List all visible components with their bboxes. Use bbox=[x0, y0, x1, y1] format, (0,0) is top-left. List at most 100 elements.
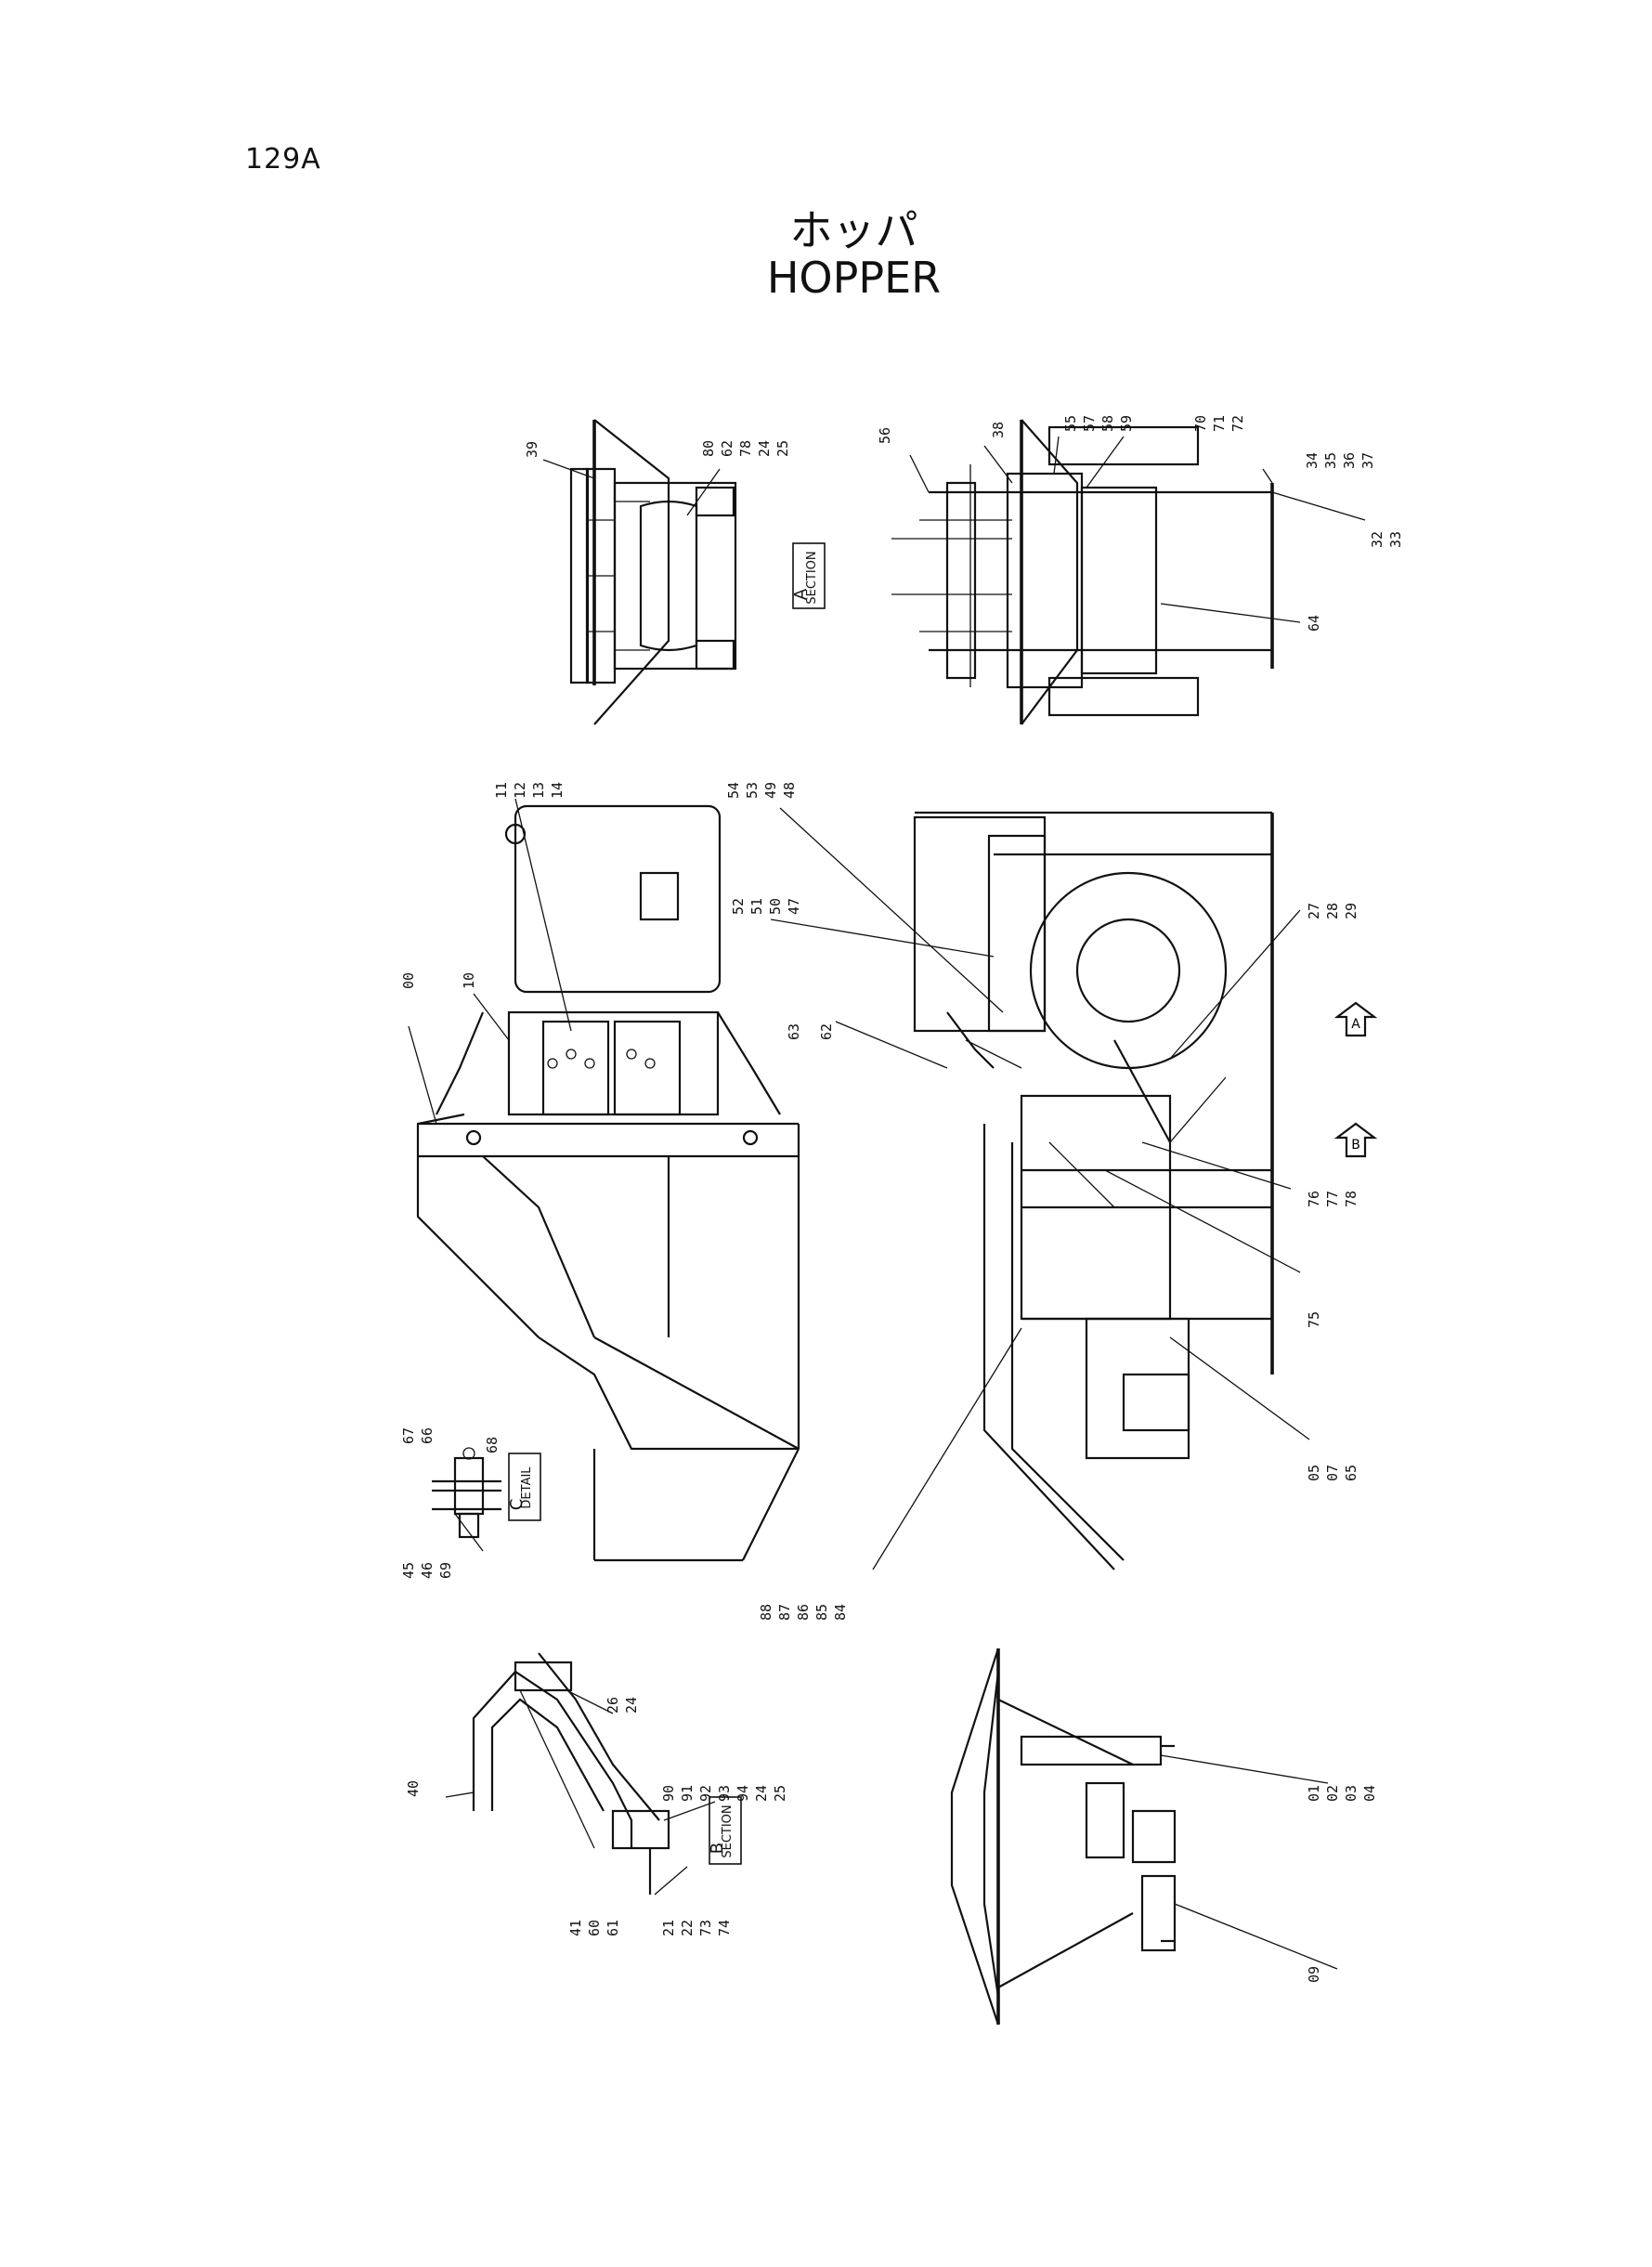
callout-80-line-2: 78 bbox=[737, 440, 754, 457]
callout-67-line-1: 66 bbox=[419, 1427, 436, 1444]
callout-21-line-0: 21 bbox=[660, 1920, 677, 1936]
callout-54-line-3: 48 bbox=[781, 782, 798, 799]
callout-41-line-2: 61 bbox=[605, 1920, 621, 1936]
callout-55-line-2: 58 bbox=[1099, 415, 1116, 432]
callout-11-line-2: 13 bbox=[530, 782, 547, 799]
callout-41-line-0: 41 bbox=[567, 1920, 584, 1936]
callout-88-line-1: 87 bbox=[776, 1604, 793, 1621]
callout-34-line-2: 36 bbox=[1341, 452, 1358, 469]
callout-90-line-0: 90 bbox=[660, 1785, 677, 1802]
callout-90-line-3: 93 bbox=[716, 1785, 733, 1802]
callout-41-line-1: 60 bbox=[586, 1920, 603, 1936]
section-b-tag-letter: B bbox=[708, 1843, 727, 1854]
callout-09-line-0: 09 bbox=[1306, 1966, 1322, 1983]
callout-11-line-3: 14 bbox=[549, 782, 566, 799]
callout-67-line-0: 67 bbox=[400, 1427, 417, 1444]
section-b-tag: SECTION B bbox=[708, 1796, 742, 1865]
section-b-tag-en: SECTION bbox=[721, 1804, 735, 1857]
callout-90-line-6: 25 bbox=[772, 1785, 788, 1802]
title-japanese: ホッパ bbox=[789, 205, 918, 255]
callout-54-line-2: 49 bbox=[762, 782, 779, 799]
callout-11-line-1: 12 bbox=[512, 782, 528, 799]
section-a-tag-en: SECTION bbox=[805, 551, 819, 604]
callout-52-line-2: 50 bbox=[767, 898, 784, 915]
callout-40-line-0: 40 bbox=[405, 1780, 422, 1797]
callout-75-line-0: 75 bbox=[1306, 1311, 1322, 1328]
callout-26-line-1: 24 bbox=[623, 1697, 640, 1713]
callout-45-line-0: 45 bbox=[400, 1562, 417, 1579]
view-arrow-b-label: B bbox=[1351, 1138, 1360, 1153]
page-code: 129A bbox=[245, 143, 321, 176]
callout-54-line-1: 53 bbox=[744, 782, 761, 799]
callout-88-line-0: 88 bbox=[758, 1604, 774, 1621]
view-arrow-a-label: A bbox=[1351, 1017, 1360, 1032]
callout-05-line-0: 05 bbox=[1306, 1465, 1322, 1481]
callout-63-line-1: 62 bbox=[818, 1023, 835, 1040]
callout-64-line-0: 64 bbox=[1306, 615, 1322, 632]
callout-76-line-2: 78 bbox=[1343, 1191, 1359, 1207]
section-b-view bbox=[472, 1652, 670, 1895]
callout-34-line-0: 34 bbox=[1304, 452, 1320, 469]
callout-27-line-1: 28 bbox=[1324, 903, 1341, 919]
title-english: HOPPER bbox=[766, 253, 942, 303]
callout-68-line-0: 68 bbox=[484, 1437, 501, 1453]
top-right-assembly-view bbox=[891, 419, 1274, 725]
callout-45-line-2: 69 bbox=[437, 1562, 454, 1579]
callout-00-line-0: 00 bbox=[400, 972, 417, 989]
view-arrow-a: A bbox=[1333, 1001, 1378, 1037]
callout-27-line-2: 29 bbox=[1343, 903, 1359, 919]
callout-80-line-0: 80 bbox=[700, 440, 717, 457]
callout-01-line-2: 03 bbox=[1343, 1785, 1359, 1802]
callout-34-line-3: 37 bbox=[1359, 452, 1376, 469]
callout-11-line-0: 11 bbox=[493, 782, 510, 799]
callout-88-line-4: 84 bbox=[832, 1604, 849, 1621]
callout-labels: 39 80 62 78 24 25 56 38 55 57 58 59 70 7… bbox=[400, 415, 1404, 1983]
callout-80-line-1: 62 bbox=[719, 440, 735, 457]
callout-27-line-0: 27 bbox=[1306, 903, 1322, 919]
callout-10-line-0: 10 bbox=[461, 972, 477, 989]
detail-c-tag-en: DETAIL bbox=[520, 1466, 534, 1509]
callout-32-line-0: 32 bbox=[1369, 531, 1385, 548]
callout-56-line-0: 56 bbox=[877, 427, 893, 444]
callout-01-line-1: 02 bbox=[1324, 1785, 1341, 1802]
callout-38-line-0: 38 bbox=[990, 422, 1007, 438]
callout-88-line-3: 85 bbox=[813, 1604, 830, 1621]
section-a-view bbox=[569, 419, 737, 725]
callout-52-line-1: 51 bbox=[748, 898, 765, 915]
callout-63-line-0: 63 bbox=[786, 1023, 802, 1040]
callout-70-line-1: 71 bbox=[1211, 415, 1228, 432]
callout-70-line-2: 72 bbox=[1229, 415, 1246, 432]
callout-55-line-1: 57 bbox=[1081, 415, 1098, 432]
callout-54-line-0: 54 bbox=[725, 782, 742, 799]
callout-70-line-0: 70 bbox=[1192, 415, 1209, 432]
callout-01-line-0: 01 bbox=[1306, 1785, 1322, 1802]
plan-view bbox=[416, 804, 800, 1562]
callout-39-line-0: 39 bbox=[524, 441, 540, 458]
callout-32-line-1: 33 bbox=[1387, 531, 1404, 548]
view-arrow-b: B bbox=[1333, 1122, 1378, 1158]
callout-21-line-2: 73 bbox=[697, 1920, 714, 1936]
callout-01-line-3: 04 bbox=[1361, 1785, 1378, 1802]
callout-80-line-3: 24 bbox=[756, 440, 773, 457]
detail-c-tag-letter: C bbox=[507, 1499, 527, 1511]
callout-52-line-0: 52 bbox=[730, 898, 747, 915]
callout-21-line-1: 22 bbox=[679, 1920, 696, 1936]
callout-90-line-4: 94 bbox=[735, 1785, 751, 1802]
callout-55-line-0: 55 bbox=[1062, 415, 1079, 432]
leader-lines bbox=[408, 436, 1366, 1970]
section-a-tag-letter: A bbox=[791, 588, 811, 600]
callout-90-line-2: 92 bbox=[697, 1785, 714, 1802]
callout-21-line-3: 74 bbox=[716, 1920, 733, 1936]
bottom-right-view bbox=[950, 1648, 1177, 2026]
section-a-tag: SECTION A bbox=[791, 542, 826, 609]
callout-76-line-1: 77 bbox=[1324, 1191, 1341, 1207]
callout-76-line-0: 76 bbox=[1306, 1191, 1322, 1207]
callout-90-line-5: 24 bbox=[753, 1785, 770, 1802]
detail-c-tag: DETAIL C bbox=[507, 1453, 541, 1521]
callout-90-line-1: 91 bbox=[679, 1785, 696, 1802]
callout-52-line-3: 47 bbox=[786, 898, 802, 915]
callout-26-line-0: 26 bbox=[605, 1697, 621, 1713]
callout-34-line-1: 35 bbox=[1322, 452, 1339, 469]
callout-45-line-1: 46 bbox=[419, 1562, 436, 1579]
